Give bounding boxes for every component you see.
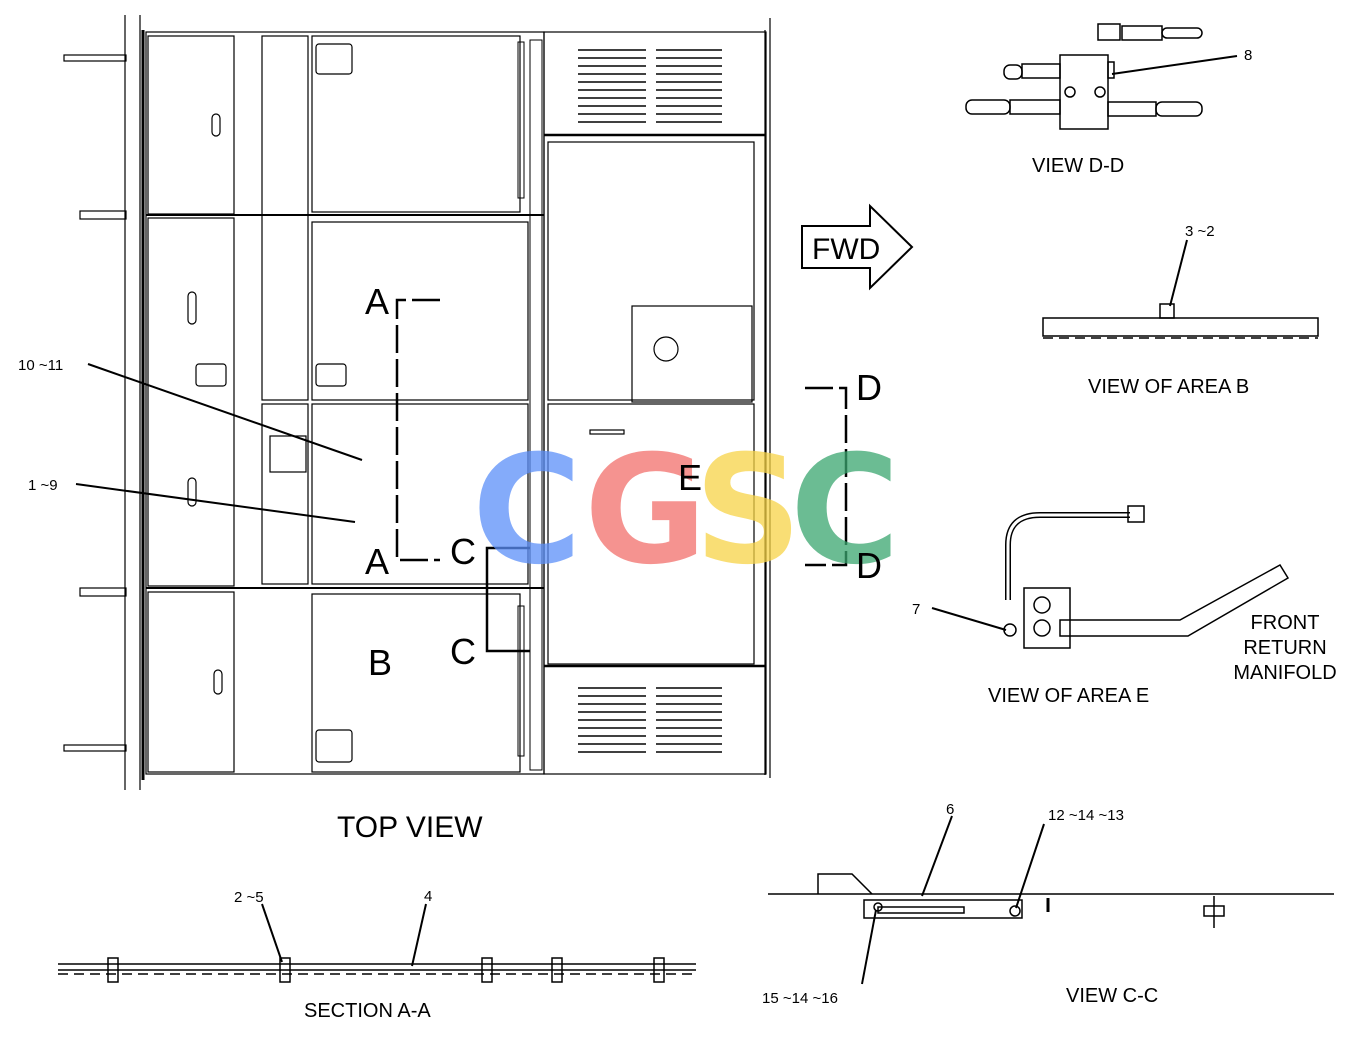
front-return-manifold-line2: RETURN [1243,637,1326,659]
section-aa-label: SECTION A-A [304,1000,431,1022]
callout-2-5: 2 ~5 [234,889,264,906]
callout-10-11: 10 ~11 [18,357,63,374]
section-cut-lines [395,298,848,653]
section-letter-d-top: D [856,367,882,408]
top-view-label: TOP VIEW [337,811,483,844]
watermark-letter-c2: C [790,424,900,598]
cgsc-watermark: C G S C [472,424,900,598]
view-dd-label: VIEW D-D [1032,155,1124,177]
watermark-letter-c1: C [472,424,582,598]
front-return-manifold-line1: FRONT [1251,612,1320,634]
section-letter-a-top: A [365,281,389,322]
area-letter-b: B [368,642,392,683]
callout-7: 7 [912,601,920,618]
section-letter-c-top: C [450,531,476,572]
view-area-b-drawing [1042,303,1319,339]
view-cc-drawing [768,873,1334,928]
leader-lines [75,55,1238,985]
area-letter-e: E [678,457,702,498]
view-area-e-label: VIEW OF AREA E [988,685,1149,707]
callout-8: 8 [1244,47,1252,64]
callout-4: 4 [424,888,432,905]
view-area-b-label: VIEW OF AREA B [1088,376,1249,398]
view-area-e-drawing [1003,505,1290,649]
section-letter-d-bottom: D [856,545,882,586]
callout-6: 6 [946,801,954,818]
front-return-manifold-line3: MANIFOLD [1233,662,1336,684]
callout-3-2: 3 ~2 [1185,223,1215,240]
watermark-letter-g: G [584,424,707,598]
section-letter-a-bottom: A [365,541,389,582]
view-cc-label: VIEW C-C [1066,985,1158,1007]
fwd-arrow [801,203,914,291]
watermark-letter-s: S [694,424,802,598]
callout-1-9: 1 ~9 [28,477,58,494]
view-dd-drawing [965,23,1203,130]
top-view-drawing [63,15,771,790]
callout-15-14-16: 15 ~14 ~16 [762,990,838,1007]
fwd-label: FWD [812,233,880,266]
section-aa-drawing [58,957,696,983]
callout-12-14-13: 12 ~14 ~13 [1048,807,1124,824]
section-letter-c-bottom: C [450,631,476,672]
